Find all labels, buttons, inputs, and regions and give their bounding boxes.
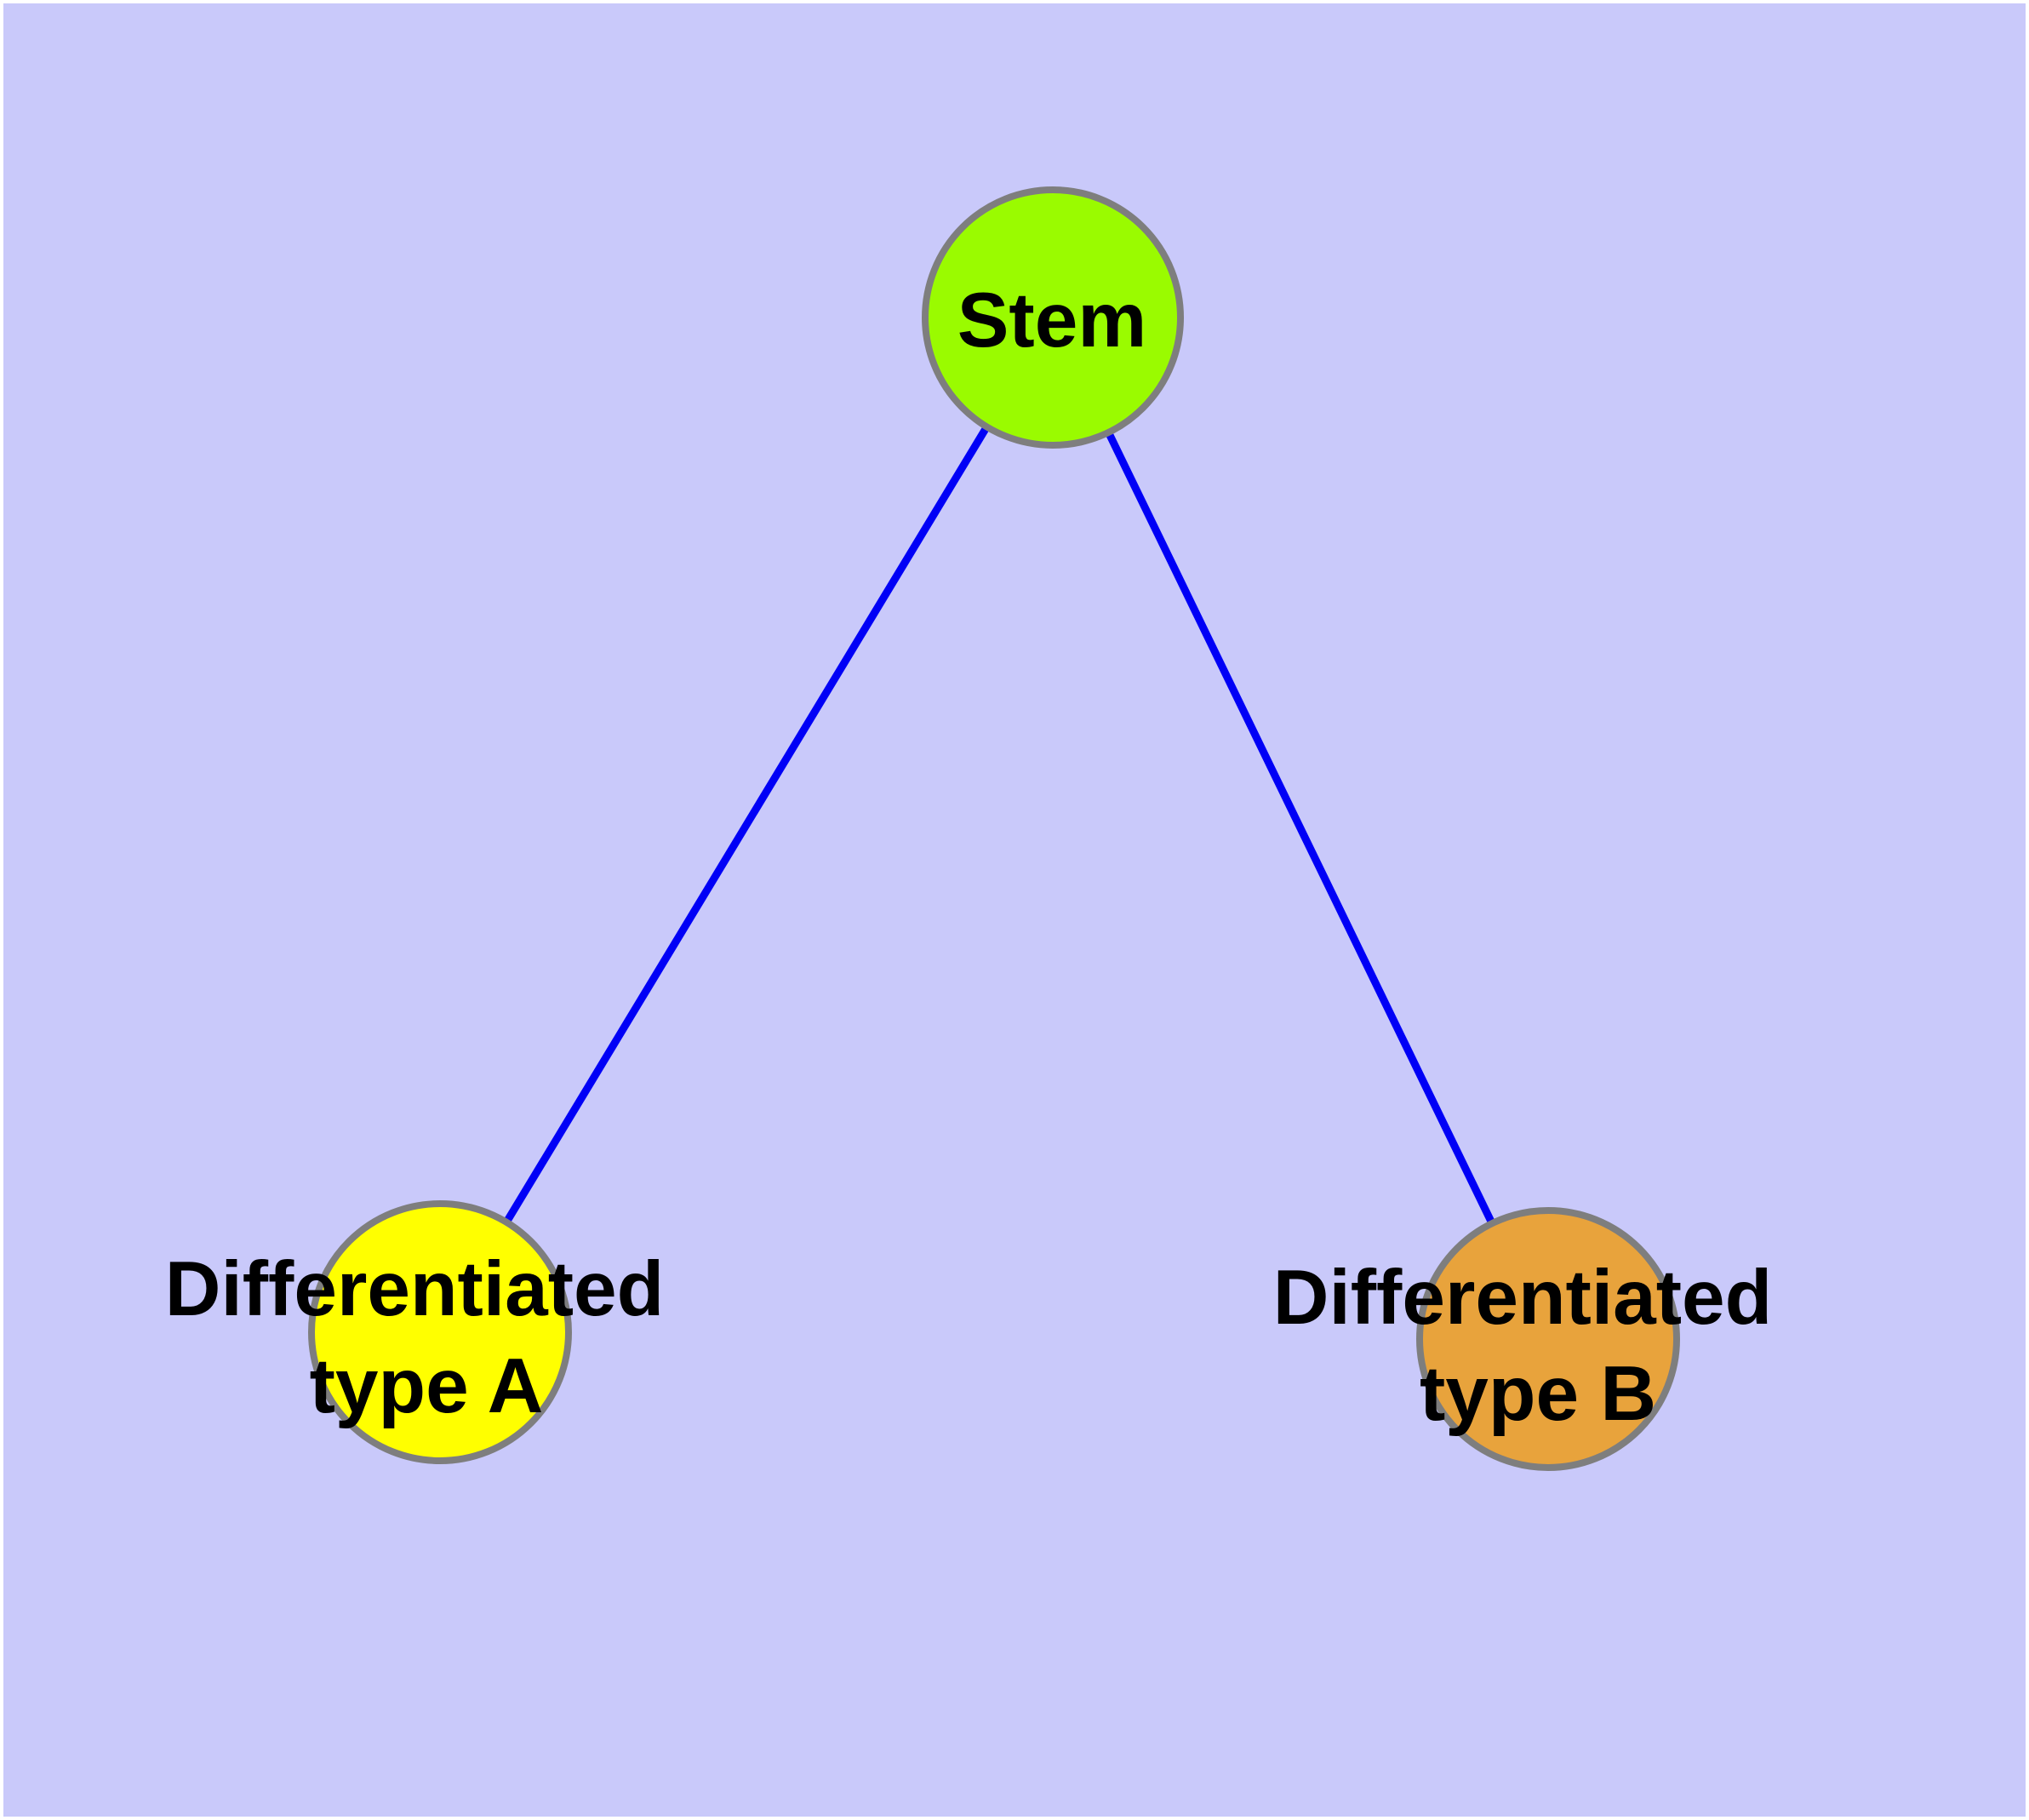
node-type-a-label-line2: type A bbox=[310, 1343, 544, 1429]
node-stem-circle bbox=[922, 186, 1184, 449]
node-type-a-label-line1: Differentiated bbox=[165, 1246, 665, 1332]
edge-stem-to-type-a bbox=[437, 315, 1056, 1335]
node-type-b-label-line1: Differentiated bbox=[1273, 1255, 1773, 1341]
node-type-a-circle bbox=[308, 1200, 572, 1464]
edge-stem-to-type-b bbox=[1049, 316, 1552, 1341]
node-type-b-circle bbox=[1416, 1207, 1680, 1471]
node-stem-label: Stem bbox=[957, 278, 1147, 363]
node-type-b-label-line2: type B bbox=[1420, 1351, 1656, 1437]
